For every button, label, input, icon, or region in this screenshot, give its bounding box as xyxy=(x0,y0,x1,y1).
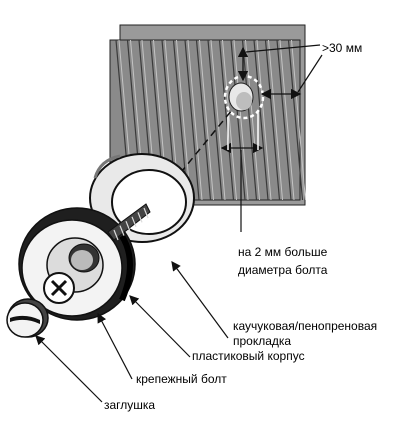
housing-label: пластиковый корпус xyxy=(192,349,305,363)
cap xyxy=(6,298,49,338)
panel-rib-highlight xyxy=(199,39,214,201)
panel-rib xyxy=(184,39,200,201)
panel-rib xyxy=(264,39,281,201)
hole-label-line1: на 2 мм больше xyxy=(238,245,328,259)
bolt-thread xyxy=(119,225,125,236)
panel-rib xyxy=(230,39,246,201)
assembly-axis xyxy=(149,109,233,211)
panel-rib xyxy=(207,39,223,201)
gap-label: >30 мм xyxy=(322,41,363,55)
hole-label-line2: диаметра болта xyxy=(238,263,328,277)
fastening-bolt xyxy=(43,203,151,304)
panel-rib xyxy=(276,39,292,201)
panel-rib xyxy=(253,39,269,201)
bolt-label: крепежный болт xyxy=(136,372,227,386)
bolt-thread xyxy=(143,207,149,219)
panel-rib xyxy=(287,39,304,201)
gasket-label-line1: каучуковая/пенопреновая xyxy=(233,319,378,333)
bolt-thread xyxy=(125,220,131,232)
panel-rib-highlight xyxy=(222,39,237,201)
bolt-thread xyxy=(137,212,143,223)
bolt-thread xyxy=(113,229,119,241)
leader-lines xyxy=(35,261,229,403)
edge-distance-dimension xyxy=(237,44,323,100)
panel-rib-highlight xyxy=(279,39,295,201)
bolt-threads xyxy=(113,207,149,241)
cap-label: заглушка xyxy=(104,398,156,412)
bolt-thread xyxy=(131,216,137,228)
bolt-tip-shadow xyxy=(236,92,252,110)
panel-rib xyxy=(195,39,212,201)
gasket-label-line2: прокладка xyxy=(233,334,292,348)
hole-diameter-dimension xyxy=(220,112,264,232)
panel-rib-highlight xyxy=(291,39,306,201)
panel-rib-highlight xyxy=(268,39,283,201)
panel-rib-highlight xyxy=(256,39,272,201)
panel-rib xyxy=(218,39,235,201)
panel-rib-highlight xyxy=(187,39,203,201)
panel-rib-highlight xyxy=(233,39,249,201)
phillips-cross-icon xyxy=(50,279,68,297)
panel-rib-highlight xyxy=(210,39,226,201)
panel-rib-highlight xyxy=(176,39,191,201)
